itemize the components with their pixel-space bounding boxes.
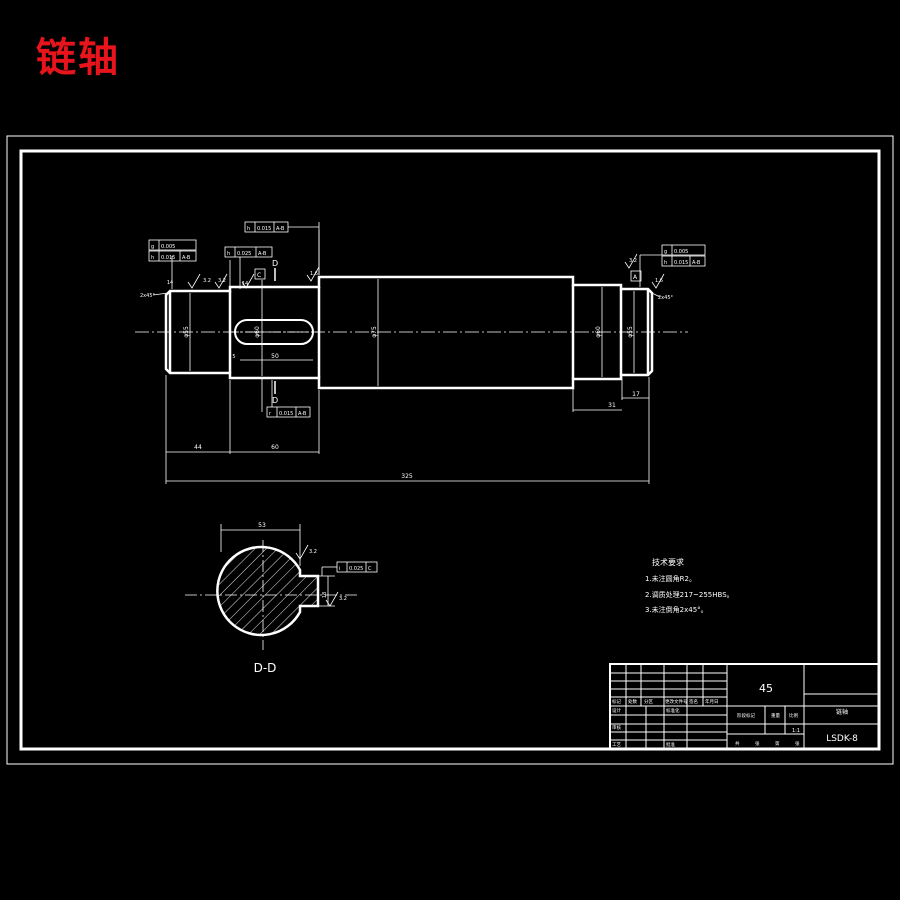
datum-c: C xyxy=(257,272,261,279)
svg-text:h: h xyxy=(227,251,230,257)
chamfer-left: 2x45° xyxy=(140,293,156,299)
svg-text:共: 共 xyxy=(735,740,740,747)
dim-right-len-1: 31 xyxy=(608,402,616,409)
svg-text:阶段标记: 阶段标记 xyxy=(737,712,755,719)
tech-requirements: 技术要求 1.未注圆角R2。 2.调质处理217~255HBS。 3.未注倒角2… xyxy=(645,557,734,614)
svg-text:第: 第 xyxy=(775,740,780,747)
tolerance-frames-left xyxy=(148,221,706,418)
svg-text:g: g xyxy=(151,244,154,250)
svg-text:D: D xyxy=(272,259,278,268)
svg-text:A-B: A-B xyxy=(182,255,191,261)
svg-text:更改文件号: 更改文件号 xyxy=(665,698,688,705)
length-dim-lines xyxy=(166,359,649,482)
tech-requirement-1: 1.未注圆角R2。 xyxy=(645,574,696,583)
roughness-symbols xyxy=(187,253,665,289)
svg-text:3.2: 3.2 xyxy=(309,549,317,555)
svg-text:分区: 分区 xyxy=(644,698,653,705)
page-title: 链轴 xyxy=(36,34,120,81)
svg-text:设计: 设计 xyxy=(612,707,621,714)
material: 45 xyxy=(759,682,773,695)
svg-text:0.015: 0.015 xyxy=(257,226,271,232)
section-key-dim: 18 xyxy=(322,592,328,598)
svg-text:0.015: 0.015 xyxy=(161,255,175,261)
svg-text:0.005: 0.005 xyxy=(161,244,175,250)
section-view xyxy=(185,524,378,650)
svg-text:年月日: 年月日 xyxy=(705,698,719,705)
svg-text:h: h xyxy=(151,255,154,261)
svg-text:3.2: 3.2 xyxy=(629,258,637,264)
svg-text:g: g xyxy=(664,249,667,255)
dim-keyway-len: 50 xyxy=(271,353,279,360)
svg-text:张: 张 xyxy=(795,740,800,747)
svg-text:1.6: 1.6 xyxy=(655,278,663,284)
dim-seg-left-2: 60 xyxy=(271,444,279,451)
svg-text:h: h xyxy=(664,260,667,266)
dim-dia-right-2: φ55 xyxy=(627,326,634,338)
svg-text:A-B: A-B xyxy=(298,411,307,417)
datum-a: A xyxy=(633,274,638,281)
svg-text:A-B: A-B xyxy=(692,260,701,266)
dim-dia-mid: φ60 xyxy=(254,326,261,338)
dim-keyway-offset: 5 xyxy=(232,354,235,360)
svg-text:比例: 比例 xyxy=(789,712,798,719)
svg-text:审核: 审核 xyxy=(612,724,621,731)
svg-text:D: D xyxy=(272,396,278,405)
svg-text:重量: 重量 xyxy=(771,712,780,719)
svg-text:签名: 签名 xyxy=(689,698,698,705)
svg-text:标记: 标记 xyxy=(612,698,621,705)
svg-text:0.015: 0.015 xyxy=(279,411,293,417)
outer-frame xyxy=(6,135,894,765)
svg-text:工艺: 工艺 xyxy=(612,742,621,748)
dim-right-len-2: 17 xyxy=(632,391,640,398)
svg-text:标准化: 标准化 xyxy=(666,707,680,714)
drawing-number: LSDK-8 xyxy=(826,734,858,744)
dim-overall-length: 325 xyxy=(401,473,413,480)
tech-requirement-3: 3.未注倒角2x45°。 xyxy=(645,605,708,614)
svg-text:h: h xyxy=(247,226,250,232)
scale: 1:1 xyxy=(792,728,800,734)
dim-shoulder-1: 14 xyxy=(242,281,248,287)
tech-requirements-heading: 技术要求 xyxy=(652,557,684,567)
svg-text:i: i xyxy=(339,566,340,572)
chamfer-right: 2x45° xyxy=(658,295,674,301)
svg-text:0.015: 0.015 xyxy=(674,260,688,266)
svg-text:处数: 处数 xyxy=(628,698,637,705)
svg-text:r: r xyxy=(269,411,272,417)
svg-text:0.025: 0.025 xyxy=(349,566,363,572)
svg-text:0.005: 0.005 xyxy=(674,249,688,255)
extension-lines xyxy=(165,222,650,484)
svg-text:0.025: 0.025 xyxy=(237,251,251,257)
svg-text:批准: 批准 xyxy=(666,741,675,748)
svg-text:3.2: 3.2 xyxy=(218,278,226,284)
dim-seg-left-1: 44 xyxy=(194,444,202,451)
section-label: D-D xyxy=(254,661,277,675)
svg-text:张: 张 xyxy=(755,740,760,747)
svg-text:3.2: 3.2 xyxy=(203,278,211,284)
title-block xyxy=(609,663,880,750)
part-name: 链轴 xyxy=(836,708,848,716)
diameter-dim-lines xyxy=(189,279,635,386)
svg-text:A-B: A-B xyxy=(258,251,267,257)
section-width-dim: 53 xyxy=(258,522,266,529)
svg-text:3.2: 3.2 xyxy=(339,596,347,602)
dim-shoulder-2: 14 xyxy=(167,280,173,286)
svg-text:C: C xyxy=(368,566,372,572)
svg-text:1.6: 1.6 xyxy=(310,271,318,277)
dim-dia-left: φ55 xyxy=(183,326,190,338)
svg-text:A-B: A-B xyxy=(276,226,285,232)
shaft-outline xyxy=(164,275,654,390)
dim-dia-right-1: φ60 xyxy=(595,326,602,338)
inner-frame xyxy=(19,149,881,751)
dim-main-dia: φ75 xyxy=(371,326,378,338)
tech-requirement-2: 2.调质处理217~255HBS。 xyxy=(645,590,734,599)
